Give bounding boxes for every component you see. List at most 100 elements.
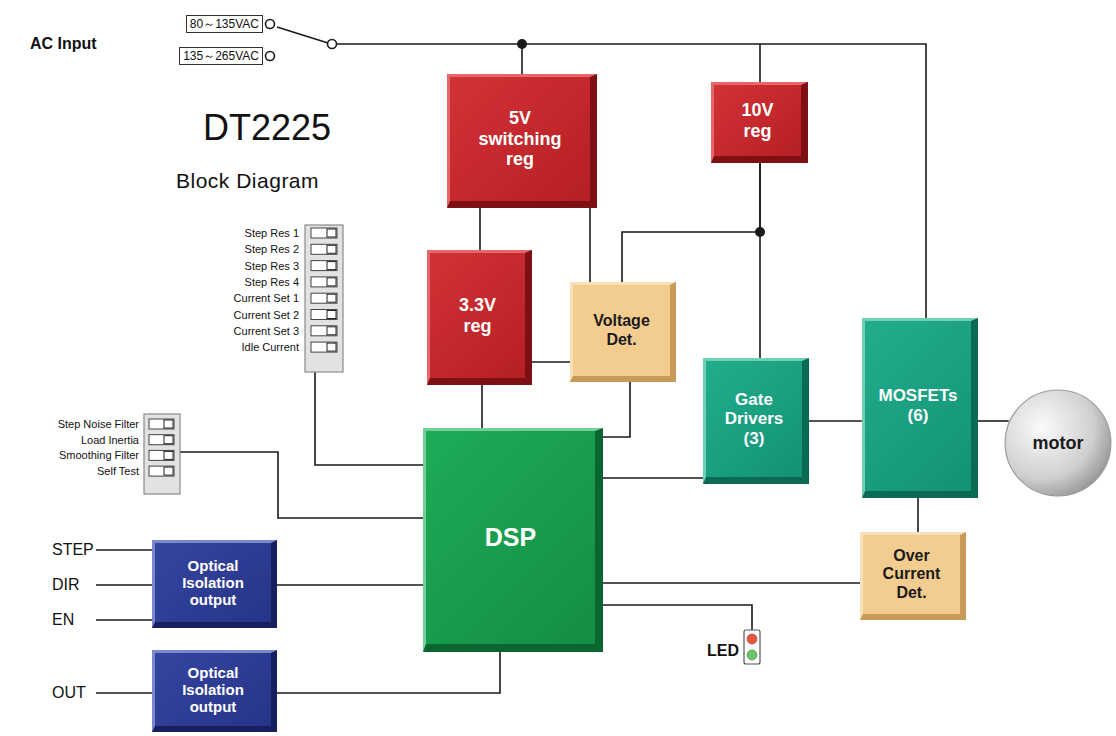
signal-connector bbox=[277, 584, 423, 586]
dip-lever bbox=[327, 327, 336, 335]
led-body bbox=[744, 630, 760, 664]
led-icon bbox=[744, 630, 760, 664]
dip-lever bbox=[327, 343, 336, 351]
dip-slot bbox=[311, 293, 337, 303]
driver-block: Gate Drivers (3) bbox=[703, 358, 809, 484]
dip-slot bbox=[311, 228, 337, 238]
voltage-range: 80～135VAC bbox=[186, 15, 263, 33]
ac-wiring bbox=[96, 20, 926, 694]
signal-connector bbox=[603, 477, 703, 479]
signal-connector bbox=[603, 582, 860, 584]
switch-label: Self Test bbox=[97, 465, 139, 478]
switch-label: Current Set 3 bbox=[234, 324, 299, 337]
dip-wire bbox=[315, 372, 423, 465]
voltage-range: 135～265VAC bbox=[179, 47, 263, 65]
diagram-title: DT2225 bbox=[203, 108, 331, 148]
dip-switch bbox=[144, 414, 180, 494]
switch-blade bbox=[277, 27, 328, 43]
detector-block: Over Current Det. bbox=[860, 532, 966, 620]
dip-slot bbox=[149, 419, 174, 429]
ac-bus-wire bbox=[337, 44, 926, 318]
switch-label: Step Res 1 bbox=[245, 227, 299, 240]
block-label: Gate Drivers (3) bbox=[713, 390, 795, 449]
dip-slot bbox=[149, 450, 174, 460]
led-red bbox=[747, 634, 757, 644]
subtitle: Block Diagram bbox=[176, 169, 319, 193]
dip-switch bbox=[305, 225, 343, 372]
motor-circle: motor bbox=[1004, 389, 1112, 497]
signal-name: EN bbox=[52, 611, 74, 629]
ac-wire bbox=[759, 44, 761, 82]
signal-connector bbox=[603, 382, 630, 437]
dip-lever bbox=[327, 245, 336, 253]
dip-slot bbox=[149, 466, 174, 476]
signal-connector bbox=[917, 498, 919, 532]
dip-slot bbox=[311, 277, 337, 287]
led-green bbox=[747, 650, 757, 660]
block-label: motor bbox=[1033, 433, 1084, 454]
signal-connector bbox=[479, 208, 481, 250]
switch-label: Current Set 2 bbox=[234, 308, 299, 321]
signal-connector bbox=[809, 420, 862, 422]
switch-contact bbox=[266, 52, 275, 61]
mosfet-block: MOSFETs (6) bbox=[862, 318, 978, 498]
block-label: 3.3V reg bbox=[448, 295, 508, 336]
dip-slot bbox=[311, 261, 337, 271]
block-label: Optical Isolation output bbox=[165, 557, 261, 609]
dip-slot bbox=[311, 342, 337, 352]
signal-wire bbox=[96, 549, 152, 551]
switch-label: Step Res 2 bbox=[245, 243, 299, 256]
led-wire bbox=[603, 605, 752, 630]
signal-connector bbox=[532, 361, 570, 363]
dip-body bbox=[144, 414, 180, 494]
switch-label: Step Noise Filter bbox=[58, 418, 139, 431]
regulator-block: 3.3V reg bbox=[427, 250, 532, 385]
dip-lever bbox=[327, 294, 336, 302]
dip-lever bbox=[164, 451, 173, 459]
switch-label: Current Set 1 bbox=[234, 292, 299, 305]
switch-label: Load Inertia bbox=[81, 433, 139, 446]
dip-slot bbox=[311, 326, 337, 336]
switch-label: Idle Current bbox=[242, 341, 299, 354]
dip-body bbox=[305, 225, 343, 372]
regulator-block: 10V reg bbox=[711, 82, 808, 163]
dip-lever bbox=[327, 311, 336, 319]
signal-name: OUT bbox=[52, 684, 86, 702]
dip-wire bbox=[180, 452, 423, 518]
dip-lever bbox=[164, 420, 173, 428]
block-label: DSP bbox=[485, 523, 536, 552]
dip-lever bbox=[327, 229, 336, 237]
signal-name: DIR bbox=[52, 576, 80, 594]
signal-connector bbox=[481, 385, 483, 428]
dip-lever bbox=[164, 467, 173, 475]
dip-lever bbox=[164, 436, 173, 444]
signal-wire bbox=[96, 584, 152, 586]
signal-connector bbox=[978, 420, 1009, 422]
signal-connector bbox=[622, 163, 760, 282]
isolation-block: Optical Isolation output bbox=[152, 540, 277, 628]
dip-slot bbox=[311, 310, 337, 320]
dsp-block: DSP bbox=[423, 428, 603, 652]
motor-shape bbox=[1005, 390, 1111, 496]
switch-label: Step Res 4 bbox=[245, 275, 299, 288]
switch-label: Step Res 3 bbox=[245, 259, 299, 272]
block-label: Voltage Det. bbox=[581, 312, 663, 349]
signal-wire bbox=[96, 692, 152, 694]
block-label: Over Current Det. bbox=[871, 547, 953, 602]
signal-wire bbox=[96, 619, 152, 621]
led-label: LED bbox=[707, 642, 739, 660]
signal-connector bbox=[589, 208, 591, 282]
regulator-block: 5V switching reg bbox=[447, 74, 597, 208]
junction-dot bbox=[517, 39, 527, 49]
switch-label: Smoothing Filter bbox=[59, 449, 139, 462]
switch-pivot bbox=[328, 40, 337, 49]
detector-block: Voltage Det. bbox=[570, 282, 676, 382]
isolation-block: Optical Isolation output bbox=[152, 650, 277, 732]
switch-contact bbox=[266, 20, 275, 29]
dip-lever bbox=[327, 262, 336, 270]
dip-slot bbox=[149, 435, 174, 445]
signal-connector bbox=[277, 652, 500, 693]
dip-lever bbox=[327, 278, 336, 286]
dip-slot bbox=[311, 244, 337, 254]
input-label: AC Input bbox=[30, 35, 97, 53]
